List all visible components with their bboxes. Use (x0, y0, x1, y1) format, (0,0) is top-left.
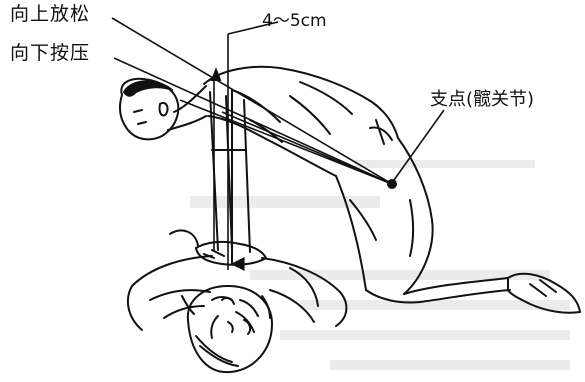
label-compression-depth: 4～5cm (262, 13, 327, 30)
fulcrum-dot (387, 179, 397, 189)
force-lines (112, 18, 392, 270)
label-fulcrum-hip: 支点(髋关节) (430, 91, 534, 109)
label-release-upward: 向上放松 (10, 5, 90, 24)
label-press-downward: 向下按压 (10, 44, 90, 63)
fulcrum-marker (387, 110, 444, 189)
